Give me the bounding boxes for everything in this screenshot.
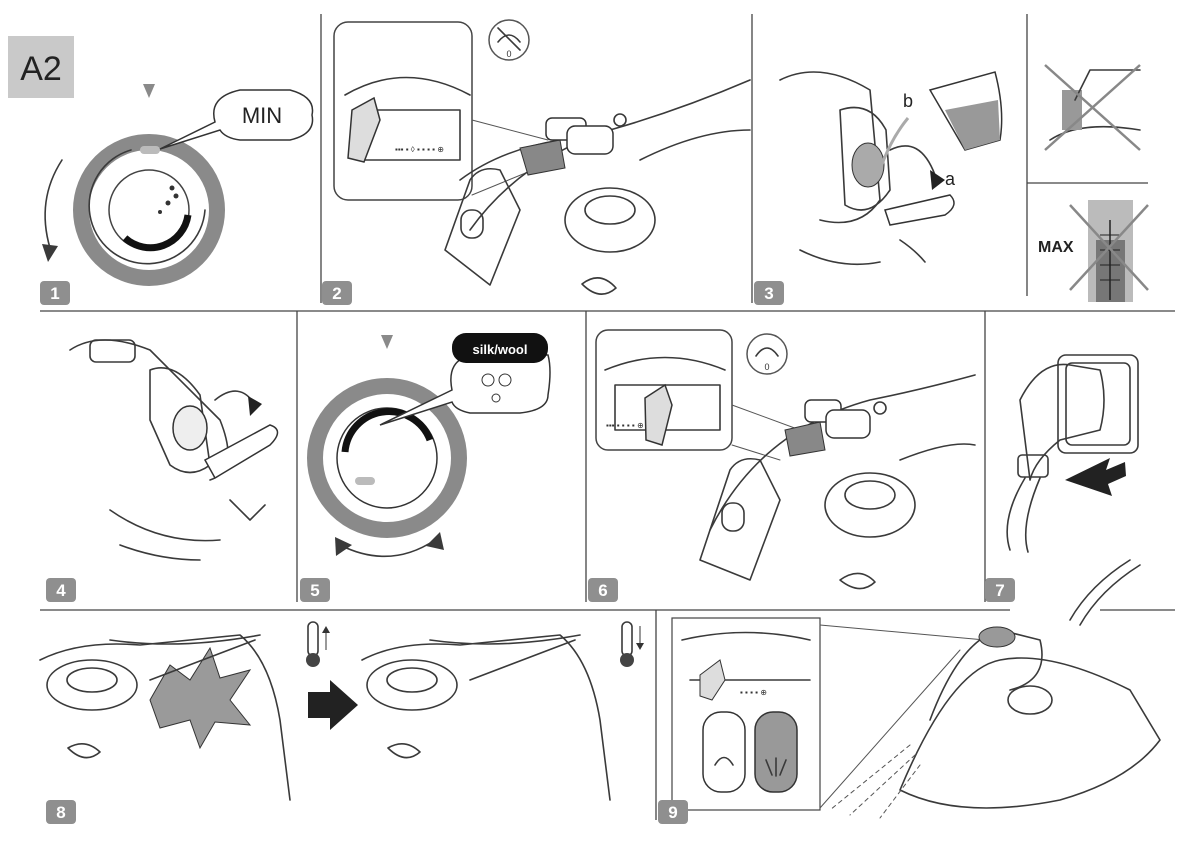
step-badge-5: 5 [300,578,330,602]
step-badge-8: 8 [46,800,76,824]
dial-pointer-icon [143,84,155,98]
panel-2-steam-off: ▪▪▪ ▪ ◊ ▪ ▪ ▪ ▪ ⊕ 0 [333,19,751,295]
svg-text:9: 9 [668,803,677,822]
min-label: MIN [242,103,282,128]
svg-text:▪ ▪ ▪ ▪ ⊕: ▪ ▪ ▪ ▪ ⊕ [740,688,767,697]
step-badge-4: 4 [46,578,76,602]
section-label-text: A2 [20,50,62,88]
step-badge-7: 7 [985,578,1015,602]
svg-text:2: 2 [332,284,341,303]
section-label: A2 [8,36,74,98]
push-arrow-icon [1065,458,1126,496]
panel-8-heating [39,621,644,801]
step3-label-b: b [903,91,913,111]
panel-1-dial-min: MIN [42,84,314,286]
step-badge-1: 1 [40,281,70,305]
panel-6-steam-on: ▪▪▪ ▪ ▪ ▪ ▪ ⊕ 0 [595,329,976,590]
iron-icon [899,559,1161,809]
panel-3-fill-water: a b MAX [779,64,1149,302]
svg-text:▪▪▪ ▪ ▪ ▪ ▪ ⊕: ▪▪▪ ▪ ▪ ▪ ▪ ⊕ [606,421,644,430]
rotate-arrow-icon [42,244,58,262]
light-flash-icon [149,646,252,750]
close-flap-arrow-icon [248,396,262,416]
wall-socket-icon [1057,354,1139,454]
max-label: MAX [1038,239,1074,256]
thermometer-down-icon [620,621,644,667]
panel-4-close-flap [69,339,279,561]
silk-wool-label: silk/wool [473,342,528,357]
step-badges: 1 2 3 4 5 6 7 8 9 [40,281,1015,824]
dial-pointer-icon [381,335,393,349]
next-arrow-icon [308,680,358,730]
rotate-left-arrow-icon [335,537,352,556]
temperature-dial-ring [307,378,467,538]
step-badge-3: 3 [754,281,784,305]
steam-button-icon [702,711,746,793]
plug-icon [1019,363,1105,481]
svg-text:0: 0 [506,49,511,59]
svg-text:4: 4 [56,581,66,600]
step-badge-2: 2 [322,281,352,305]
panel-dividers [40,14,1175,820]
step3-label-a: a [945,169,956,189]
svg-text:0: 0 [764,362,769,372]
steam-shot-button-icon [754,711,798,793]
svg-text:7: 7 [995,581,1004,600]
panel-5-dial-silk-wool: silk/wool [307,333,551,558]
panel-7-plug-in [1006,354,1139,553]
step-badge-6: 6 [588,578,618,602]
svg-text:5: 5 [310,581,319,600]
temperature-dial-ring [73,134,225,286]
svg-text:3: 3 [764,284,773,303]
svg-text:▪▪▪ ▪ ◊ ▪ ▪ ▪ ▪ ⊕: ▪▪▪ ▪ ◊ ▪ ▪ ▪ ▪ ⊕ [395,145,444,154]
step-badge-9: 9 [658,800,688,824]
no-steam-icon [488,19,530,61]
open-flap-arrow-icon [930,170,945,190]
rotate-right-arrow-icon [426,532,444,550]
svg-text:1: 1 [50,284,59,303]
steam-icon [746,333,788,375]
svg-text:8: 8 [56,803,65,822]
thermometer-up-icon [306,621,330,667]
panel-9-steam-shot: ▪ ▪ ▪ ▪ ⊕ [671,559,1161,819]
svg-text:6: 6 [598,581,607,600]
